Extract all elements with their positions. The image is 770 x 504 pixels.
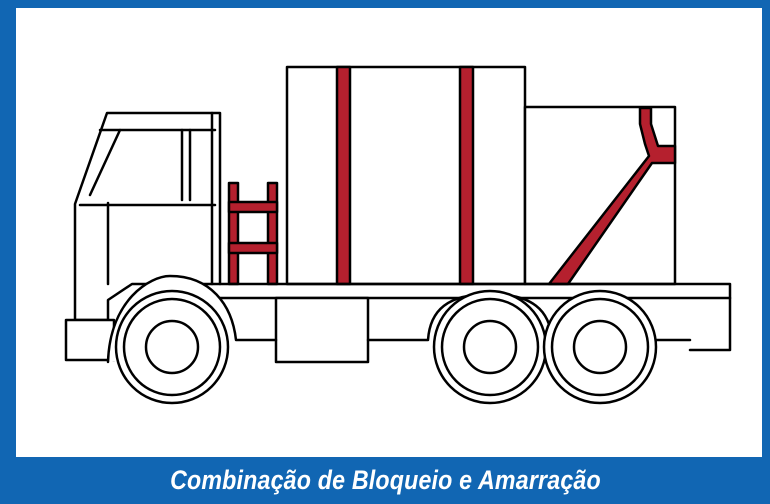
cargo-box-tall — [285, 65, 527, 286]
rear-wheel — [542, 289, 658, 405]
fuel-tank — [274, 296, 370, 364]
headache-rack — [227, 181, 279, 286]
rear-wheel — [432, 289, 548, 405]
diagonal-strap — [547, 106, 677, 286]
cargo-box-rear — [523, 105, 677, 286]
front-bumper — [64, 318, 116, 362]
caption-title: Combinação de Bloqueio e Amarração — [169, 465, 601, 495]
truck-cab — [73, 111, 222, 322]
truck-icon — [64, 65, 732, 405]
tie-down-strap — [335, 65, 352, 286]
tie-down-strap — [458, 65, 475, 286]
caption-bar: Combinação de Bloqueio e Amarração — [0, 457, 770, 504]
front-wheel — [106, 274, 278, 405]
